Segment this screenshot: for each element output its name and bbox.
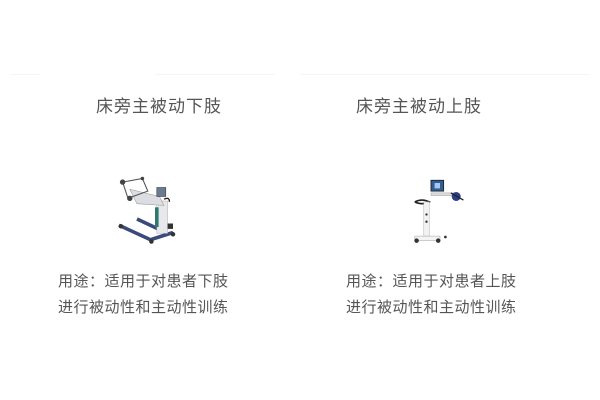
upper-limb-trainer-image — [395, 165, 485, 255]
product-title: 床旁主被动上肢 — [356, 97, 482, 117]
divider-left — [10, 74, 40, 75]
lower-limb-trainer-image — [110, 165, 200, 255]
product-description: 用途：适用于对患者下肢进行被动性和主动性训练 — [58, 272, 229, 316]
product-title: 床旁主被动下肢 — [96, 97, 222, 117]
divider-right — [300, 74, 590, 75]
product-description: 用途：适用于对患者上肢进行被动性和主动性训练 — [346, 272, 517, 316]
divider-center — [155, 74, 275, 75]
